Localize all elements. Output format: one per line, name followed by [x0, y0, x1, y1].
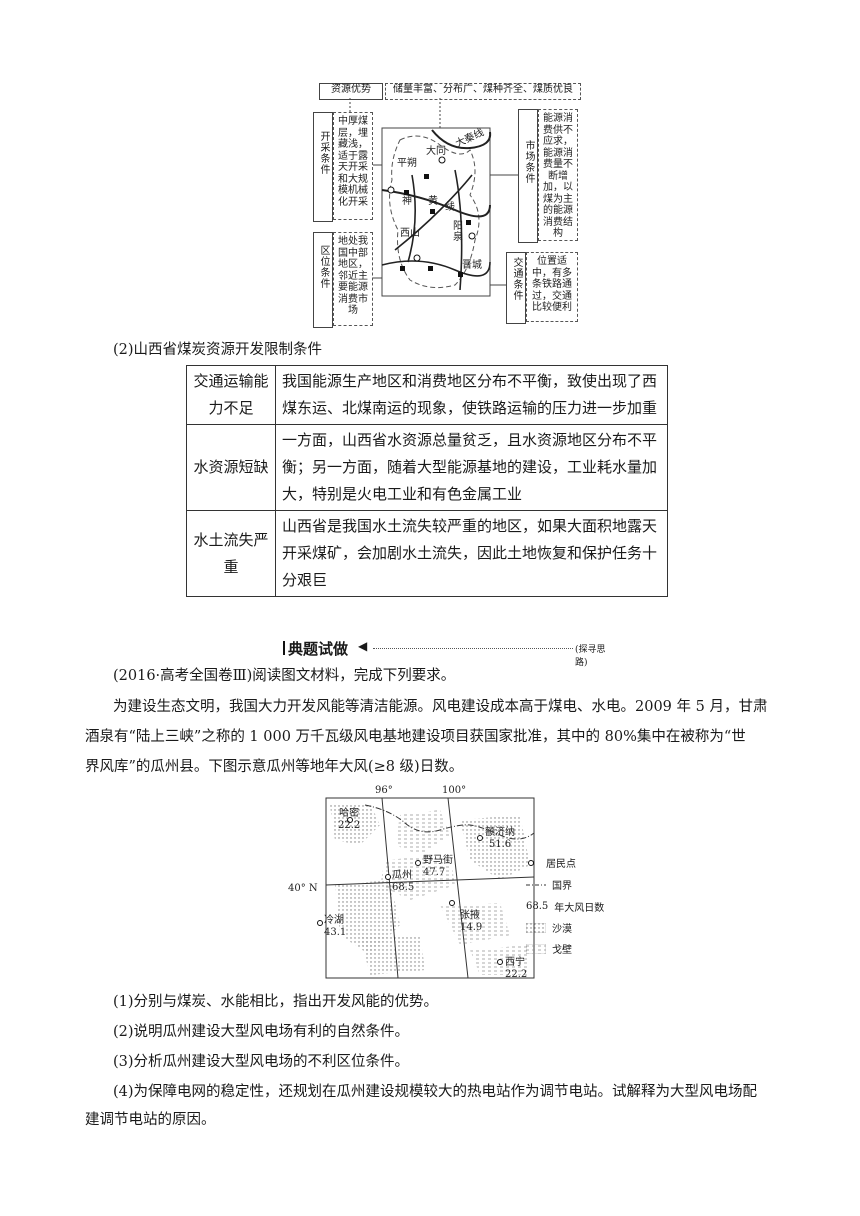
shanxi-map — [349, 98, 518, 297]
question-4-line1: (4)为保障电网的稳定性，还规划在瓜州建设规模较大的热电站作为调节电站。试解释为… — [113, 1084, 758, 1100]
table-row: 水土流失严重 山西省是我国水土流失较严重的地区，如果大面积地露天开采煤矿，会加剧… — [186, 510, 668, 597]
label-yangquan: 阳泉 — [450, 220, 462, 242]
label-xian: 线 — [445, 202, 455, 213]
question-3: (3)分析瓜州建设大型风电场的不利区位条件。 — [113, 1054, 410, 1070]
row-head: 交通运输能力不足 — [186, 365, 276, 425]
label-datong: 大同 — [426, 146, 446, 157]
legend-border: 国界 — [526, 877, 572, 892]
table-row: 交通运输能力不足 我国能源生产地区和消费地区分布不平衡，致使出现了西煤东运、北煤… — [186, 365, 668, 425]
banner-dotted-line — [373, 648, 573, 649]
location-conditions-text: 地处我国中部地区，邻近主要能源消费市场 — [333, 232, 373, 326]
location-conditions-label: 区位条件 — [313, 232, 333, 328]
question-para-line3: 界风库”的瓜州县。下图示意瓜州等地年大风(≥8 级)日数。 — [85, 759, 464, 775]
lat-40-label: 40° N — [288, 883, 318, 894]
label-huang: 黄 — [428, 196, 438, 207]
banner-title: 典题试做 — [288, 640, 349, 658]
lon-96-label: 96° — [375, 785, 393, 796]
row-head: 水资源短缺 — [186, 424, 276, 511]
banner-bar-icon — [283, 641, 285, 655]
lon-100-label: 100° — [442, 785, 467, 796]
wind-map-graphic — [317, 797, 535, 979]
label-pingshuo: 平朔 — [397, 158, 417, 169]
row-text: 一方面，山西省水资源总量贫乏，且水资源地区分布不平衡；另一方面，随着大型能源基地… — [275, 424, 668, 511]
question-4-line2: 建调节电站的原因。 — [85, 1112, 216, 1128]
row-text: 我国能源生产地区和消费地区分布不平衡，致使出现了西煤东运、北煤南运的现象，使铁路… — [275, 365, 668, 425]
banner-arrow-icon: ◀ — [358, 639, 368, 653]
resource-advantage-text: 储量丰富、分布广、煤种齐全、煤质优良 — [385, 83, 581, 100]
border-icon — [526, 884, 546, 885]
row-text: 山西省是我国水土流失较严重的地区，如果大面积地露天开采煤矿，会加剧水土流失，因此… — [275, 510, 668, 597]
banner-hint: (探寻思路) — [575, 645, 606, 668]
section2-title: (2)山西省煤炭资源开发限制条件 — [113, 342, 323, 358]
legend-residence: 居民点 — [526, 855, 576, 870]
transport-conditions-text: 位置适中，有多条铁路通过，交通比较便利 — [526, 252, 578, 322]
market-conditions-text: 能源消费供不应求，能源消费量不断增加，以煤为主的能源消费结构 — [538, 109, 578, 241]
question-para-line2: 酒泉有“陆上三峡”之称的 1 000 万千瓦级风电基地建设项目获国家批准，其中的… — [85, 729, 746, 745]
limits-table: 交通运输能力不足 我国能源生产地区和消费地区分布不平衡，致使出现了西煤东运、北煤… — [186, 365, 668, 597]
question-source: (2016·高考全国卷Ⅲ)阅读图文材料，完成下列要求。 — [113, 668, 456, 684]
residence-icon — [528, 859, 534, 866]
label-shen: 神 — [402, 196, 412, 207]
label-xishan: 西山 — [400, 228, 420, 239]
transport-conditions-label: 交通条件 — [506, 252, 526, 324]
gobi-icon — [526, 943, 546, 954]
market-conditions-label: 市场条件 — [518, 109, 538, 243]
question-para-line1: 为建设生态文明，我国大力开发风能等清洁能源。风电建设成本高于煤电、水电。2009… — [113, 699, 768, 715]
desert-icon — [526, 922, 546, 933]
exercise-banner: 典题试做 ◀ (探寻思路) — [283, 638, 618, 668]
label-jincheng: 晋城 — [462, 260, 482, 271]
question-1: (1)分别与煤炭、水能相比，指出开发风能的优势。 — [113, 994, 439, 1010]
legend-wind-days: 68.5 年大风日数 — [526, 901, 605, 914]
legend-gobi: 戈壁 — [526, 941, 572, 956]
legend-desert: 沙漠 — [526, 920, 572, 935]
question-2: (2)说明瓜州建设大型风电场有利的自然条件。 — [113, 1024, 410, 1040]
coal-diagram: 资源优势 储量丰富、分布广、煤种齐全、煤质优良 开采条件 中厚煤层，埋藏浅，适于… — [0, 0, 860, 335]
resource-advantage-label: 资源优势 — [319, 83, 383, 100]
mining-conditions-text: 中厚煤层，埋藏浅，适于露天开采和大规模机械化开采 — [333, 112, 373, 220]
table-row: 水资源短缺 一方面，山西省水资源总量贫乏，且水资源地区分布不平衡；另一方面，随着… — [186, 424, 668, 511]
row-head: 水土流失严重 — [186, 510, 276, 597]
mining-conditions-label: 开采条件 — [313, 112, 333, 222]
